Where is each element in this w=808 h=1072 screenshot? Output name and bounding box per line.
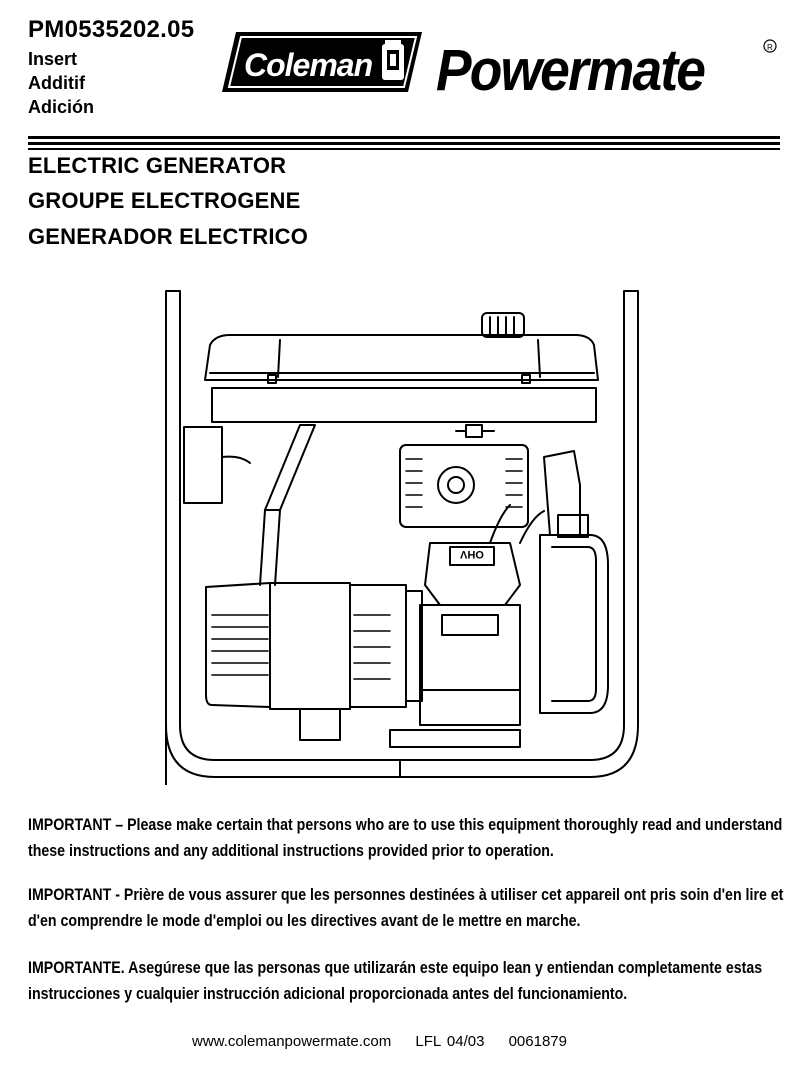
air-cleaner	[543, 450, 581, 536]
engine-block	[419, 604, 521, 726]
lantern-icon	[382, 40, 404, 80]
notice-lead-en: IMPORTANT –	[28, 816, 128, 834]
muffler	[399, 444, 529, 528]
insert-label-es: Adición	[28, 97, 94, 117]
footer-code: LFL 04/03	[415, 1033, 485, 1050]
registered-mark-text: R	[767, 43, 773, 52]
notice-fr: IMPORTANT - Prière de vous assurer que l…	[28, 882, 783, 934]
notice-text-fr: Prière de vous assurer que les personnes…	[28, 886, 784, 930]
title-fr: GROUPE ELECTROGENE	[28, 188, 301, 213]
coleman-badge-shape	[222, 32, 422, 92]
notice-lead-fr: IMPORTANT -	[28, 886, 124, 904]
title-es: GENERADOR ELECTRICO	[28, 224, 309, 249]
alternator-body	[269, 582, 351, 710]
fuel-tank	[204, 334, 599, 381]
header-rule	[28, 142, 780, 145]
header-rule	[28, 148, 780, 150]
insert-label-fr: Additif	[28, 73, 85, 93]
control-panel	[183, 426, 223, 504]
registered-mark-icon	[763, 39, 777, 53]
recoil-starter	[539, 534, 609, 714]
alternator-end	[205, 582, 271, 708]
title-en: ELECTRIC GENERATOR	[28, 153, 287, 178]
notice-text-en: Please make certain that persons who are…	[28, 816, 783, 860]
notice-lead-es: IMPORTANTE.	[28, 959, 129, 977]
frame-tube	[165, 290, 639, 785]
footer-website: www.colemanpowermate.com	[192, 1033, 392, 1050]
insert-label-en: Insert	[28, 49, 78, 69]
brand-left-text: Coleman	[244, 47, 373, 83]
fuel-cap	[481, 312, 525, 338]
notice-en: IMPORTANT – Please make certain that per…	[28, 812, 782, 864]
footer-number: 0061879	[508, 1033, 567, 1050]
ohv-label: OHV	[459, 548, 484, 560]
notice-es: IMPORTANTE. Asegúrese que las personas q…	[28, 955, 762, 1007]
frame-crossbar	[211, 387, 597, 423]
footer: www.colemanpowermate.com LFL 04/03 00618…	[192, 1033, 585, 1050]
alternator-fins	[349, 584, 407, 708]
brand-logo: Coleman Powermate R	[222, 32, 777, 100]
generator-illustration: OHV	[165, 290, 639, 785]
brand-right-text: Powermate	[436, 38, 705, 100]
part-number: PM0535202.05	[28, 16, 195, 43]
notice-text-es: Asegúrese que las personas que utilizará…	[28, 959, 763, 1003]
header-rule	[28, 136, 780, 139]
